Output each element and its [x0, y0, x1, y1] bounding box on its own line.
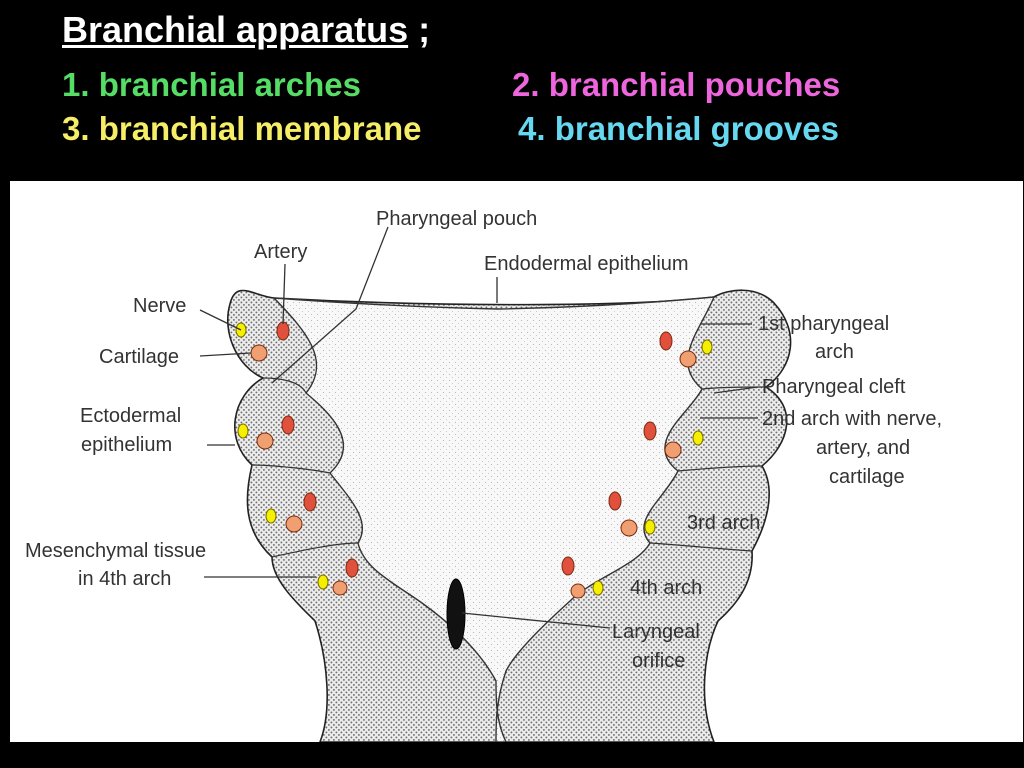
label-second-arch-3: cartilage: [829, 466, 905, 488]
slide-title-text: Branchial apparatus: [62, 9, 409, 50]
pharyngeal-diagram: Pharyngeal pouch Artery Endodermal epith…: [10, 181, 1023, 742]
label-second-arch-2: artery, and: [816, 437, 910, 459]
label-laryngeal-orifice-2: orifice: [632, 650, 685, 672]
cartilage-dot: [250, 344, 268, 362]
left-arch-structures: [235, 321, 359, 596]
label-laryngeal-orifice: Laryngeal: [612, 621, 700, 643]
slide-title: Branchial apparatus ;: [62, 10, 430, 50]
label-third-arch: 3rd arch: [687, 512, 760, 534]
label-pharyngeal-pouch: Pharyngeal pouch: [376, 208, 537, 230]
label-first-arch-2: arch: [815, 341, 854, 363]
legend-branchial-pouches: 2. branchial pouches: [512, 66, 841, 103]
legend-branchial-grooves: 4. branchial grooves: [518, 110, 839, 147]
label-artery: Artery: [254, 241, 307, 263]
legend-branchial-arches: 1. branchial arches: [62, 66, 361, 103]
label-cartilage: Cartilage: [99, 346, 179, 368]
diagram-svg: Pharyngeal pouch Artery Endodermal epith…: [25, 208, 942, 742]
label-mesenchymal-tissue: Mesenchymal tissue: [25, 540, 206, 562]
label-mesenchymal-tissue-2: in 4th arch: [78, 568, 171, 590]
label-first-arch: 1st pharyngeal: [758, 313, 889, 335]
pharynx-floor: [272, 296, 716, 742]
laryngeal-orifice-shape: [446, 578, 466, 650]
arch-boundaries: [251, 377, 767, 558]
label-fourth-arch: 4th arch: [630, 577, 702, 599]
label-second-arch: 2nd arch with nerve,: [762, 408, 942, 430]
legend-branchial-membrane: 3. branchial membrane: [62, 110, 422, 147]
artery-dot: [276, 321, 290, 341]
label-endodermal-epithelium: Endodermal epithelium: [484, 253, 689, 275]
label-ectodermal-epithelium: Ectodermal: [80, 405, 181, 427]
label-ectodermal-epithelium-2: epithelium: [81, 434, 172, 456]
leader-lines: [199, 226, 759, 629]
slide-title-suffix: ;: [418, 9, 431, 50]
right-arch-structures: [561, 331, 713, 599]
label-pharyngeal-cleft: Pharyngeal cleft: [762, 376, 906, 398]
label-nerve: Nerve: [133, 295, 186, 317]
